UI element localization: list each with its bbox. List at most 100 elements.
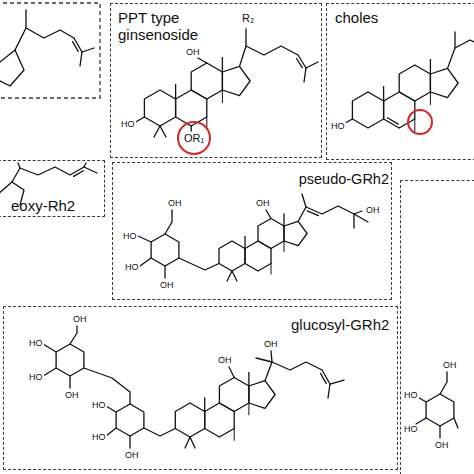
bond bbox=[454, 418, 458, 428]
atom-label: HO bbox=[403, 391, 419, 400]
bond bbox=[246, 46, 306, 68]
bond bbox=[12, 167, 84, 182]
bond bbox=[232, 271, 237, 281]
bond bbox=[43, 344, 56, 352]
bond bbox=[160, 126, 166, 137]
bond bbox=[84, 368, 130, 404]
panel-outline bbox=[0, 3, 100, 98]
bond bbox=[43, 368, 56, 376]
bond bbox=[204, 398, 205, 412]
bond bbox=[227, 271, 232, 281]
bond bbox=[258, 219, 284, 249]
atom-label: HO bbox=[124, 263, 140, 272]
bond bbox=[222, 90, 223, 103]
bond bbox=[69, 376, 70, 388]
bond bbox=[426, 394, 454, 426]
bond bbox=[284, 241, 285, 252]
bond bbox=[205, 403, 235, 437]
bond bbox=[154, 126, 160, 137]
bond bbox=[399, 65, 430, 101]
bond bbox=[164, 266, 165, 278]
bond bbox=[175, 85, 176, 99]
bond bbox=[353, 214, 354, 228]
bond bbox=[306, 62, 318, 68]
bond bbox=[191, 126, 192, 131]
bond-lines bbox=[0, 10, 474, 448]
bond bbox=[219, 378, 249, 412]
atom-label: OH bbox=[64, 391, 80, 400]
atom-label: OH bbox=[217, 356, 233, 365]
bond bbox=[191, 63, 222, 99]
bond bbox=[185, 437, 190, 448]
bond bbox=[256, 358, 272, 362]
atom-label: R₂ bbox=[241, 13, 255, 24]
atom-label: HO bbox=[122, 232, 138, 241]
bond bbox=[74, 171, 84, 177]
bond bbox=[440, 372, 447, 394]
bond bbox=[0, 50, 24, 86]
atom-label: OH bbox=[365, 206, 381, 215]
bond bbox=[248, 403, 249, 415]
bond bbox=[26, 28, 74, 38]
bond bbox=[352, 92, 383, 128]
atom-label: OH bbox=[255, 199, 271, 208]
bond bbox=[190, 437, 195, 448]
bond bbox=[84, 167, 97, 173]
bond bbox=[106, 406, 116, 412]
compound-name: PPT type ginsenoside bbox=[118, 9, 218, 44]
compound-name: pseudo-GRh2 bbox=[299, 171, 389, 188]
bond bbox=[229, 367, 234, 378]
bond bbox=[271, 264, 272, 275]
bond bbox=[383, 87, 384, 101]
bond bbox=[244, 237, 245, 249]
structure-panel: glucosyl-GRh2OHHOHOOHHOHOOHOHOH bbox=[3, 306, 398, 470]
bond bbox=[240, 29, 247, 66]
atom-label: OH bbox=[263, 340, 279, 349]
bond bbox=[140, 258, 151, 266]
bond bbox=[430, 68, 458, 97]
bond bbox=[384, 92, 415, 128]
bond bbox=[297, 59, 303, 68]
atom-label: HO bbox=[403, 425, 419, 434]
bond bbox=[304, 68, 306, 82]
bond bbox=[328, 384, 330, 398]
bond bbox=[80, 52, 82, 66]
atom-label: HO bbox=[28, 339, 44, 348]
atom-label: HO bbox=[28, 373, 44, 382]
bond bbox=[416, 418, 426, 424]
bond bbox=[298, 207, 306, 221]
structure-panel: eoxy-Rh2 bbox=[0, 160, 105, 217]
bond bbox=[266, 210, 271, 219]
bond bbox=[430, 60, 431, 74]
bond bbox=[272, 362, 330, 384]
bond bbox=[129, 436, 130, 448]
bond bbox=[176, 90, 207, 126]
bond bbox=[82, 48, 94, 52]
bond bbox=[430, 92, 431, 105]
atom-label: OH bbox=[185, 48, 201, 57]
bond bbox=[56, 344, 84, 376]
atom-label: OH bbox=[442, 361, 458, 370]
structure-panel: pseudo-GRh2OHHOHOOHOHOH bbox=[112, 162, 392, 300]
bond bbox=[248, 372, 249, 386]
compound-name: eoxy-Rh2 bbox=[11, 197, 75, 214]
bond bbox=[222, 66, 250, 95]
bond bbox=[448, 40, 474, 68]
bond bbox=[234, 429, 235, 441]
structure-panel: OHHOHOOH bbox=[400, 180, 474, 474]
atom-label: HO bbox=[120, 120, 136, 129]
bond bbox=[175, 403, 204, 437]
bond bbox=[354, 214, 368, 222]
atom-label: OH bbox=[159, 281, 175, 290]
atom-label: OH bbox=[72, 315, 88, 324]
bond bbox=[454, 32, 455, 48]
bond bbox=[15, 10, 26, 50]
bond bbox=[84, 163, 86, 167]
bond bbox=[144, 90, 175, 126]
bond bbox=[222, 58, 223, 72]
atom-label: HO bbox=[330, 122, 346, 131]
atom-label: OH bbox=[124, 451, 140, 460]
bond bbox=[116, 404, 144, 436]
